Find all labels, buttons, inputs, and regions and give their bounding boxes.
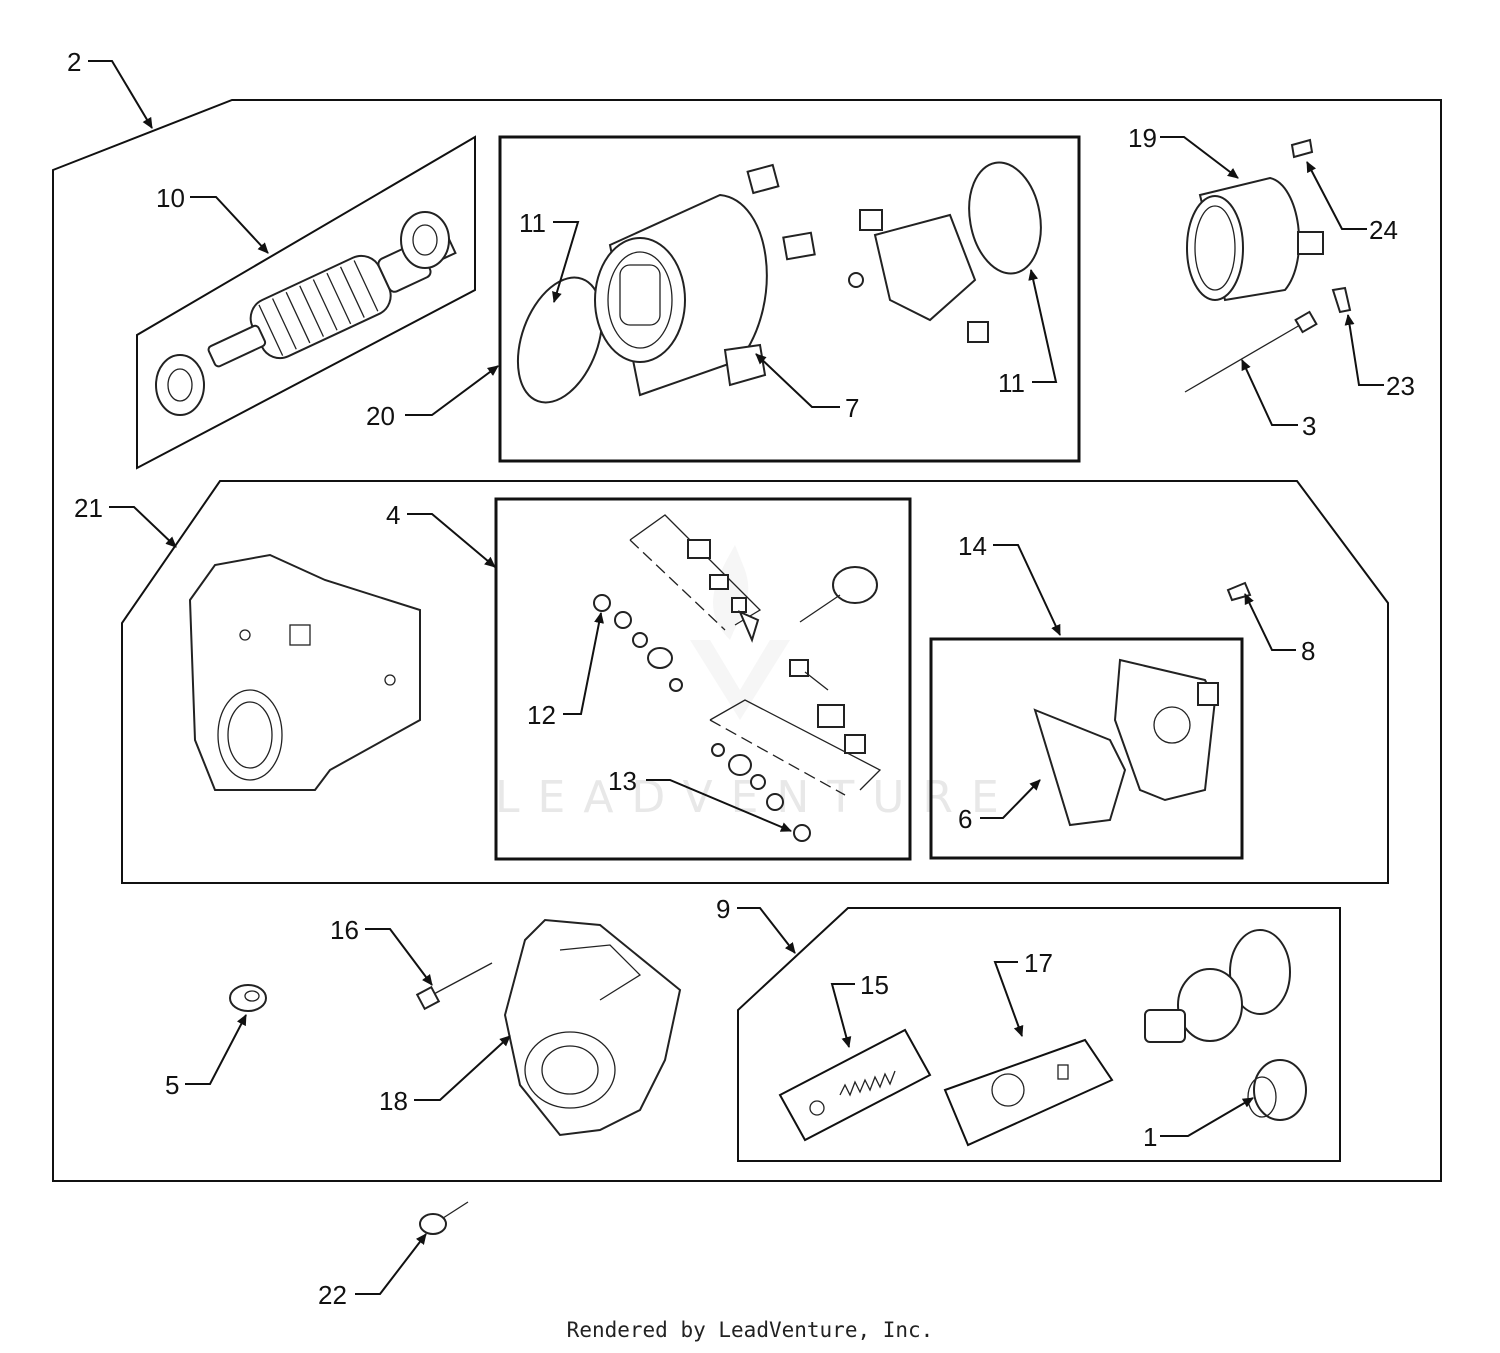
spring-card [778, 1028, 932, 1142]
callout-1: 1 [1143, 1122, 1157, 1152]
cover-kit-drawing [1033, 658, 1219, 827]
bolt-16-drawing [415, 962, 493, 1011]
field-coil-drawing [516, 161, 1042, 404]
callout-7: 7 [845, 393, 859, 423]
drive-end-frame-drawing [1186, 138, 1352, 314]
assembly-frame [52, 99, 1442, 1182]
callout-11-right: 11 [998, 368, 1025, 398]
callout-13: 13 [608, 766, 637, 796]
callout-4: 4 [386, 500, 400, 530]
callout-21: 21 [74, 493, 103, 523]
through-bolt-drawing [1184, 310, 1318, 393]
callout-12: 12 [527, 700, 556, 730]
callout-9: 9 [716, 894, 730, 924]
callout-20: 20 [366, 401, 395, 431]
callout-23: 23 [1386, 371, 1415, 401]
gear-1-drawing [1247, 1059, 1307, 1121]
callout-19: 19 [1128, 123, 1157, 153]
callout-2: 2 [67, 47, 81, 77]
solenoid-kit-drawing [593, 514, 882, 842]
callout-6: 6 [958, 804, 972, 834]
watermark-logo [690, 545, 790, 720]
bolt-22-drawing [419, 1201, 469, 1235]
callout-11-left: 11 [519, 208, 546, 238]
footer-credit: Rendered by LeadVenture, Inc. [566, 1318, 934, 1342]
callout-3: 3 [1302, 411, 1316, 441]
solenoid-kit-panel [494, 497, 912, 861]
drive-housing-drawing [503, 918, 682, 1137]
callout-18: 18 [379, 1086, 408, 1116]
callout-15: 15 [860, 970, 889, 1000]
retainer-card [943, 1038, 1114, 1147]
callout-22: 22 [318, 1280, 347, 1310]
leader-lines [88, 60, 1384, 1295]
pinion-drawing [1144, 929, 1291, 1043]
callouts: 2 10 11 20 7 11 19 24 23 3 21 4 14 8 12 … [67, 47, 1415, 1310]
housing-panel [121, 480, 1389, 884]
callout-16: 16 [330, 915, 359, 945]
field-coil-panel [498, 135, 1081, 463]
callout-14: 14 [958, 531, 987, 561]
callout-17: 17 [1024, 948, 1053, 978]
retainer-17-drawing [991, 1064, 1069, 1107]
callout-5: 5 [165, 1070, 179, 1100]
cover-kit-panel [929, 637, 1244, 860]
pinion-kit-panel [737, 907, 1341, 1162]
callout-24: 24 [1369, 215, 1398, 245]
armature-drawing [155, 211, 457, 416]
spring-15-drawing [809, 1070, 896, 1116]
nut-5-drawing [229, 984, 267, 1012]
armature-panel [136, 135, 476, 470]
callout-10: 10 [156, 183, 185, 213]
callout-8: 8 [1301, 636, 1315, 666]
housing-drawing [188, 553, 421, 791]
watermark-text: LEADVENTURE [495, 772, 1017, 823]
